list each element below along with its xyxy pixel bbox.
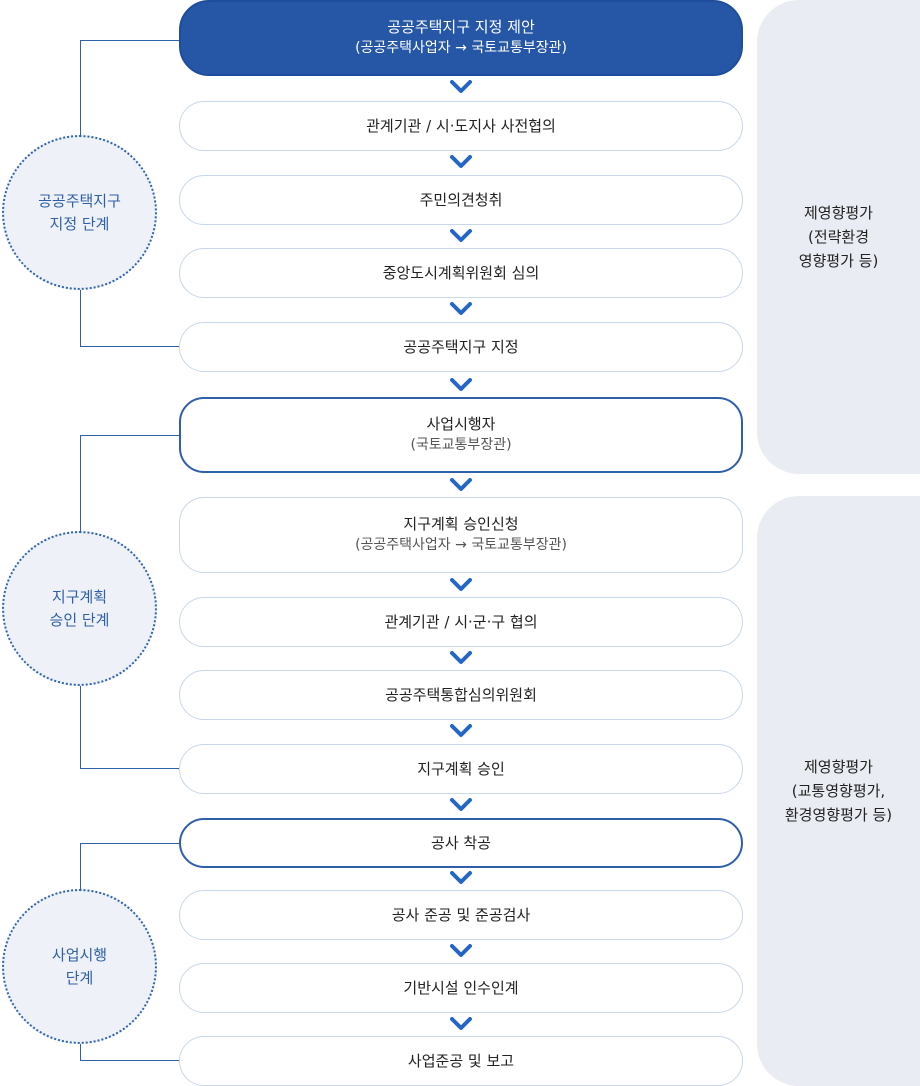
step-box-prior-consultation: 관계기관 / 시·도지사 사전협의 — [179, 101, 743, 151]
step-1-line2: (공공주택사업자 → 국토교통부장관) — [355, 40, 567, 56]
chevron-down-icon — [450, 651, 472, 664]
chevron-down-icon — [450, 724, 472, 737]
chevron-down-icon — [450, 378, 472, 391]
chevron-down-icon — [450, 798, 472, 811]
chevron-down-icon — [450, 80, 472, 93]
step-14-line1: 사업준공 및 보고 — [407, 1051, 515, 1070]
step-5-line1: 공공주택지구 지정 — [403, 337, 519, 356]
side-note-2: 제영향평가 (교통영향평가, 환경영향평가 등) — [757, 496, 920, 1086]
chevron-down-icon — [450, 229, 472, 242]
step-7-line2: (공공주택사업자 → 국토교통부장관) — [355, 537, 567, 553]
step-6-line2: (국토교통부장관) — [410, 437, 512, 453]
step-box-project-operator: 사업시행자 (국토교통부장관) — [179, 397, 743, 473]
step-box-public-hearing: 주민의견청취 — [179, 175, 743, 225]
chevron-down-icon — [450, 302, 472, 315]
step-1-line1: 공공주택지구 지정 제안 — [387, 18, 535, 36]
step-box-integrated-committee: 공공주택통합심의위원회 — [179, 670, 743, 720]
step-box-project-completion-report: 사업준공 및 보고 — [179, 1036, 743, 1086]
step-box-designation-proposal: 공공주택지구 지정 제안 (공공주택사업자 → 국토교통부장관) — [179, 0, 743, 76]
step-10-line1: 지구계획 승인 — [417, 759, 505, 778]
stage-circle-designation: 공공주택지구 지정 단계 — [2, 135, 157, 290]
stage-2-line2: 승인 단계 — [49, 610, 110, 629]
stage-circle-execution: 사업시행 단계 — [2, 889, 157, 1044]
step-8-line1: 관계기관 / 시·군·구 협의 — [384, 612, 538, 631]
step-9-line1: 공공주택통합심의위원회 — [385, 685, 537, 704]
step-box-plan-approval: 지구계획 승인 — [179, 744, 743, 794]
side-note-2-line3: 환경영향평가 등) — [784, 806, 893, 824]
side-note-1: 제영향평가 (전략환경 영향평가 등) — [757, 0, 920, 474]
chevron-down-icon — [450, 578, 472, 591]
stage-3-line2: 단계 — [65, 968, 94, 987]
step-box-district-designation: 공공주택지구 지정 — [179, 322, 743, 372]
side-note-1-line1: 제영향평가 — [803, 204, 873, 222]
chevron-down-icon — [450, 155, 472, 168]
step-box-infrastructure-handover: 기반시설 인수인계 — [179, 963, 743, 1013]
chevron-down-icon — [450, 871, 472, 884]
step-box-plan-approval-request: 지구계획 승인신청 (공공주택사업자 → 국토교통부장관) — [179, 497, 743, 573]
side-note-2-line2: (교통영향평가, — [791, 782, 886, 800]
step-box-agency-consultation: 관계기관 / 시·군·구 협의 — [179, 597, 743, 647]
chevron-down-icon — [450, 478, 472, 491]
chevron-down-icon — [450, 944, 472, 957]
stage-1-line2: 지정 단계 — [49, 214, 110, 233]
step-6-line1: 사업시행자 — [426, 415, 496, 433]
side-note-1-line3: 영향평가 등) — [798, 252, 879, 270]
stage-circle-approval: 지구계획 승인 단계 — [2, 531, 157, 686]
step-11-line1: 공사 착공 — [431, 833, 491, 852]
step-box-construction-start: 공사 착공 — [179, 818, 743, 868]
side-note-1-line2: (전략환경 — [807, 228, 870, 246]
step-box-completion-inspection: 공사 준공 및 준공검사 — [179, 890, 743, 940]
step-box-committee-review: 중앙도시계획위원회 심의 — [179, 248, 743, 298]
step-13-line1: 기반시설 인수인계 — [403, 978, 519, 997]
stage-2-line1: 지구계획 — [51, 587, 108, 606]
chevron-down-icon — [450, 1017, 472, 1030]
side-note-2-line1: 제영향평가 — [803, 758, 873, 776]
stage-3-line1: 사업시행 — [51, 945, 108, 964]
step-2-line1: 관계기관 / 시·도지사 사전협의 — [366, 116, 556, 135]
step-12-line1: 공사 준공 및 준공검사 — [391, 905, 531, 924]
step-3-line1: 주민의견청취 — [419, 190, 503, 209]
step-7-line1: 지구계획 승인신청 — [403, 515, 519, 533]
stage-1-line1: 공공주택지구 — [38, 191, 121, 210]
step-4-line1: 중앙도시계획위원회 심의 — [382, 263, 540, 282]
